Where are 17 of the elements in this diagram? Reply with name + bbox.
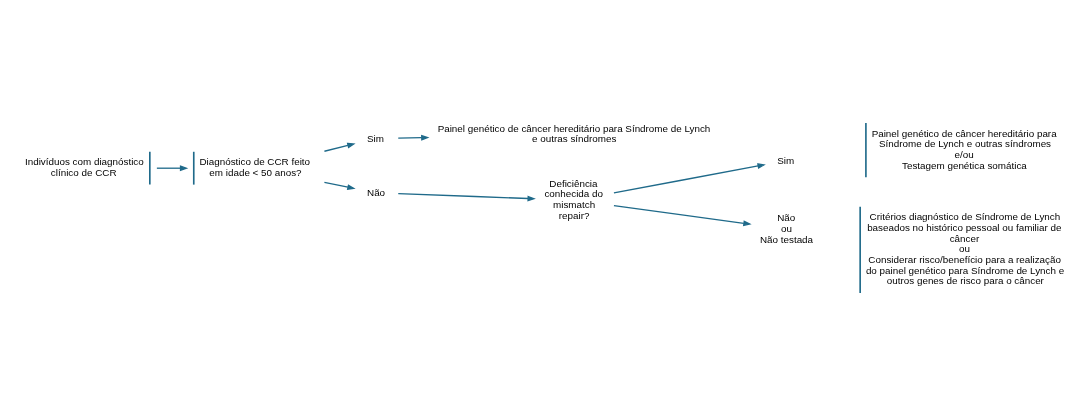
node-text: Não ou Não testada [759,212,814,245]
arrow [156,165,189,172]
arrow [613,163,766,194]
arrow [323,181,356,190]
node-text: Critérios diagnóstico de Síndrome de Lynch baseados no histórico pessoal ou familiar de câncer ou Considerar risco/benefício para a realização do painel genético para Síndrome de Lynch e outros genes de risco para o câncer [865,211,1065,287]
arrow [323,142,356,152]
node-text: Sim [777,154,795,166]
arrow [397,193,536,202]
node-text: Deficiência conhecida do mismatch repair? [544,177,603,221]
arrow [613,204,752,227]
node-text: Sim [367,132,384,144]
node-text: Painel genético de câncer hereditário para Síndrome de Lynch e outras síndromes e/ou Testagem genética somática [871,127,1057,171]
node-text: Não [367,186,386,198]
node-text: Indivíduos com diagnóstico clínico de CCR [25,156,144,179]
node-text: Diagnóstico de CCR feito em idade < 50 anos? [199,156,311,179]
arrow [397,134,430,141]
node-text: Painel genético de câncer hereditário para Síndrome de Lynch e outras síndromes [437,122,711,145]
